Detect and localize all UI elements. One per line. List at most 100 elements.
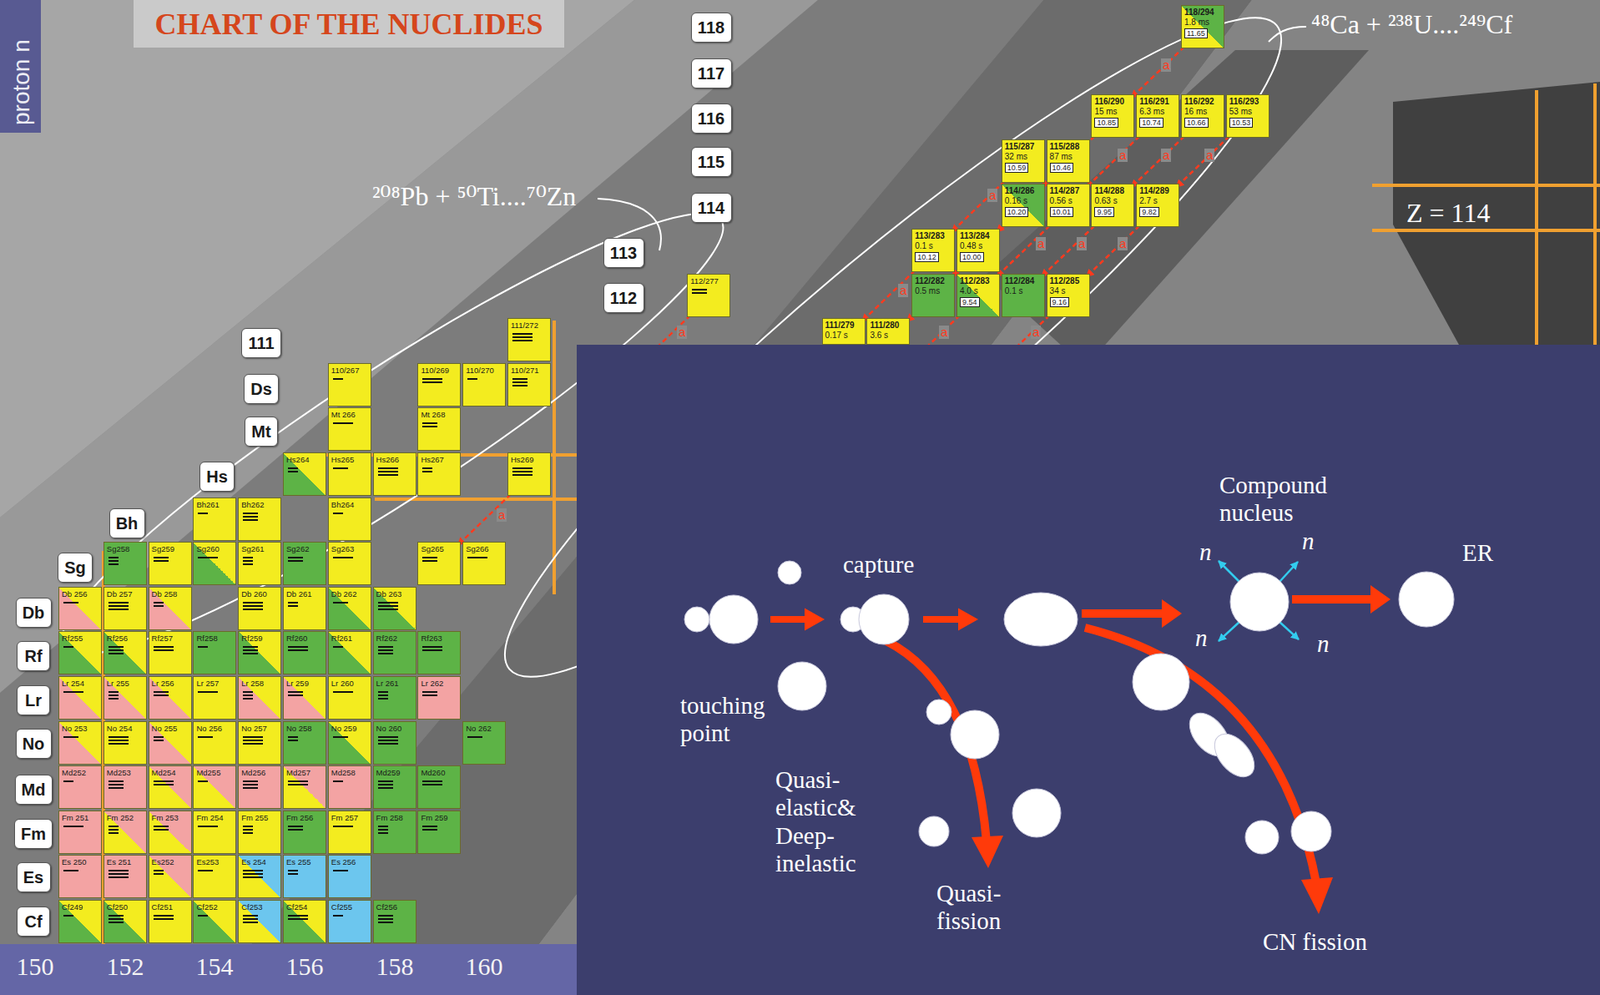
magic-number-line (1593, 83, 1597, 345)
nuclide-name: Sg259 (151, 544, 175, 555)
nuclide-cell: No 259 (328, 721, 372, 765)
decay-line (422, 556, 438, 559)
nuclide-cell: Es 254 (237, 854, 282, 899)
nuclide-name: Fm 254 (196, 812, 223, 823)
nucleus (1230, 572, 1289, 631)
chart-title: CHART OF THE NUCLIDES (154, 6, 543, 42)
nuclide-name: Md252 (61, 767, 86, 778)
alpha-energy: 9.54 (959, 297, 980, 308)
decay-line (287, 873, 298, 875)
nuclide-name: Cf249 (61, 902, 83, 913)
nuclide-cell: Rf258 (192, 630, 237, 675)
decay-line (108, 649, 124, 652)
decay-line (153, 649, 174, 652)
decay-line (108, 691, 119, 693)
decay-line (242, 649, 258, 652)
alpha-label: a (1204, 148, 1215, 162)
decay-lines (241, 913, 258, 925)
alpha-label: a (1160, 148, 1171, 162)
nuclide-name: Cf250 (106, 902, 128, 913)
decay-lines (331, 823, 354, 829)
element-symbol: 112 (610, 288, 637, 308)
nuclide-name: Db 258 (151, 589, 178, 600)
nuclide-cell: Lr 256 (148, 676, 192, 720)
nuclide-name: 114/289 (1139, 186, 1170, 197)
decay-lines (331, 644, 344, 650)
nuclide-cell: Sg259 (148, 541, 192, 586)
decay-line (153, 694, 169, 697)
element-label: 117 (691, 58, 732, 89)
nuclide-name: Fm 251 (61, 812, 89, 823)
magic-number-line (1372, 183, 1600, 187)
decay-line (108, 694, 119, 697)
decay-line (242, 694, 253, 697)
decay-line (467, 736, 483, 738)
nuclide-name: Md254 (151, 767, 177, 778)
decay-lines (196, 734, 213, 740)
decay-line (242, 921, 258, 924)
alpha-decay-arrow (1086, 136, 1141, 187)
nuclide-cell: Lr 260 (328, 676, 372, 720)
decay-line (422, 694, 438, 697)
decay-line (378, 739, 399, 742)
decay-line (422, 646, 443, 648)
nuclide-cell: 113/2830.1 s10.12 (911, 228, 955, 273)
decay-line (153, 691, 169, 693)
decay-line (422, 422, 438, 424)
nuclide-name: Md253 (106, 767, 132, 778)
alpha-decay-arrow (906, 270, 960, 322)
decay-lines (151, 644, 174, 653)
process-label: capture (842, 550, 914, 579)
decay-lines (106, 778, 124, 791)
decay-line (378, 605, 399, 607)
decay-line (287, 914, 308, 917)
nuclide-cell: Sg266 (462, 541, 506, 586)
decay-line (153, 783, 174, 786)
decay-lines (106, 600, 129, 612)
nuclide-cell: Sg263 (328, 541, 372, 586)
decay-lines (510, 331, 533, 344)
nucleus (918, 816, 949, 847)
decay-line (242, 739, 263, 742)
nuclide-name: Rf262 (376, 633, 398, 644)
decay-lines (61, 644, 74, 650)
nuclide-cell: Sg261 (237, 541, 282, 586)
decay-lines (61, 689, 84, 695)
nuclide-cell: 112/2820.5 ms (911, 273, 955, 318)
nuclide-cell: Fm 253 (148, 810, 192, 854)
decay-line (287, 780, 308, 783)
decay-line (197, 914, 208, 917)
nuclide-cell: Md258 (328, 765, 372, 809)
nuclide-name: No 255 (151, 723, 178, 734)
decay-line (287, 694, 303, 697)
nuclide-name: 112/284 (1004, 276, 1035, 287)
alpha-energy: 9.82 (1139, 206, 1160, 218)
decay-line (287, 470, 298, 473)
decay-line (242, 605, 263, 607)
decay-line (378, 470, 399, 473)
nuclide-cell: Cf252 (192, 899, 237, 944)
nuclide-name: Es 250 (61, 857, 87, 868)
nuclide-name: 112/277 (690, 276, 719, 287)
nuclide-name: Lr 256 (151, 678, 175, 689)
decay-lines (106, 868, 129, 880)
decay-lines (286, 465, 298, 475)
reaction-arrow (770, 615, 808, 623)
nuclide-cell: Fm 254 (192, 810, 237, 854)
decay-lines (196, 823, 218, 829)
decay-lines (331, 689, 354, 695)
nuclide-cell: No 255 (148, 721, 192, 765)
nuclide-name: Md258 (331, 767, 356, 778)
decay-line (153, 825, 169, 828)
nuclide-name: 111/279 (825, 320, 855, 331)
decay-line (378, 832, 389, 834)
nuclide-cell: Hs265 (328, 452, 372, 496)
decay-line (333, 601, 349, 604)
element-symbol: Sg (64, 558, 86, 578)
nuclide-cell: No 260 (373, 721, 417, 765)
decay-lines (376, 778, 394, 791)
decay-line (287, 828, 303, 831)
nucleus (777, 560, 802, 585)
nucleus (1132, 653, 1190, 711)
decay-line (153, 605, 164, 607)
